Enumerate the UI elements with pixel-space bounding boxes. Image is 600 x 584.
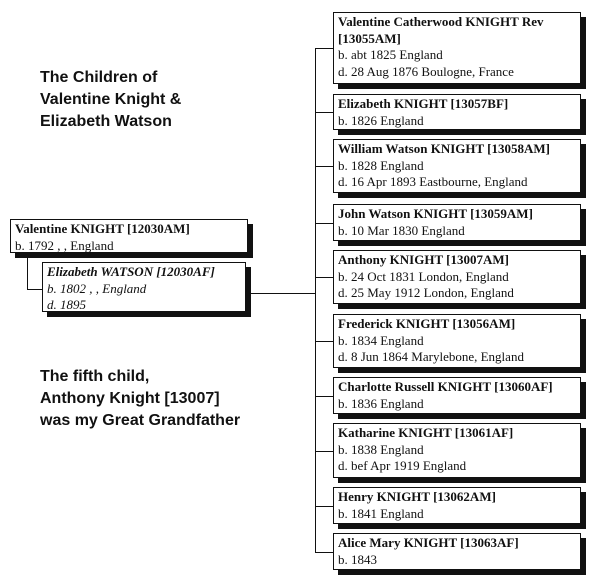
person-name: Valentine KNIGHT [12030AM] xyxy=(15,221,190,236)
child-box: William Watson KNIGHT [13058AM] b. 1828 … xyxy=(333,139,581,193)
birth-info: b. 24 Oct 1831 London, England xyxy=(338,268,509,284)
birth-info: b. 1843 xyxy=(338,551,377,567)
mother-box: Elizabeth WATSON [12030AF] b. 1802 , , E… xyxy=(42,262,246,312)
child-box: Henry KNIGHT [13062AM] b. 1841 England xyxy=(333,487,581,524)
child-box: Charlotte Russell KNIGHT [13060AF] b. 18… xyxy=(333,377,581,414)
child-box: Valentine Catherwood KNIGHT Rev [13055AM… xyxy=(333,12,581,84)
birth-info: b. 1838 England xyxy=(338,441,424,457)
child-connector xyxy=(315,223,333,224)
child-box: Elizabeth KNIGHT [13057BF] b. 1826 Engla… xyxy=(333,94,581,130)
birth-info: b. abt 1825 England xyxy=(338,47,443,62)
birth-info: b. 1828 England xyxy=(338,157,424,173)
spouse-connector xyxy=(27,252,28,290)
child-connector xyxy=(315,396,333,397)
title-line: The Children of xyxy=(40,69,158,86)
parent-connector xyxy=(251,293,315,294)
birth-info: b. 1826 England xyxy=(338,112,424,128)
death-info: d. 16 Apr 1893 Eastbourne, England xyxy=(338,174,528,189)
child-box: Anthony KNIGHT [13007AM] b. 24 Oct 1831 … xyxy=(333,250,581,304)
spouse-connector xyxy=(27,289,42,290)
person-name: Henry KNIGHT [13062AM] xyxy=(338,489,496,504)
birth-info: b. 1792 , , England xyxy=(15,237,114,253)
child-connector xyxy=(315,451,333,452)
child-connector xyxy=(315,48,333,49)
birth-info: b. 10 Mar 1830 England xyxy=(338,222,465,238)
death-info: d. 28 Aug 1876 Boulogne, France xyxy=(338,63,514,79)
child-connector xyxy=(315,552,333,553)
bottom-note: The fifth child, Anthony Knight [13007] … xyxy=(40,366,240,432)
child-box: John Watson KNIGHT [13059AM] b. 10 Mar 1… xyxy=(333,204,581,241)
children-trunk xyxy=(315,48,316,552)
person-name: Valentine Catherwood KNIGHT Rev [13055AM… xyxy=(338,14,544,46)
birth-info: b. 1841 England xyxy=(338,505,424,521)
person-name: William Watson KNIGHT [13058AM] xyxy=(338,141,550,156)
child-box: Frederick KNIGHT [13056AM] b. 1834 Engla… xyxy=(333,314,581,368)
death-info: d. 25 May 1912 London, England xyxy=(338,285,514,300)
child-box: Alice Mary KNIGHT [13063AF] b. 1843 xyxy=(333,533,581,570)
person-name: John Watson KNIGHT [13059AM] xyxy=(338,206,533,221)
person-name: Anthony KNIGHT [13007AM] xyxy=(338,252,509,267)
person-name: Katharine KNIGHT [13061AF] xyxy=(338,425,514,440)
person-name: Alice Mary KNIGHT [13063AF] xyxy=(338,535,519,550)
child-connector xyxy=(315,341,333,342)
person-name: Elizabeth KNIGHT [13057BF] xyxy=(338,96,509,111)
person-name: Elizabeth WATSON [12030AF] xyxy=(47,264,215,279)
note-line: Anthony Knight [13007] xyxy=(40,390,220,407)
child-connector xyxy=(315,277,333,278)
note-line: was my Great Grandfather xyxy=(40,412,241,429)
person-name: Frederick KNIGHT [13056AM] xyxy=(338,316,516,331)
note-line: The fifth child, xyxy=(40,368,150,385)
child-connector xyxy=(315,112,333,113)
death-info: d. 8 Jun 1864 Marylebone, England xyxy=(338,349,524,364)
birth-info: b. 1836 England xyxy=(338,395,424,411)
person-name: Charlotte Russell KNIGHT [13060AF] xyxy=(338,379,553,394)
title-line: Elizabeth Watson xyxy=(40,113,172,130)
title-note: The Children of Valentine Knight & Eliza… xyxy=(40,67,181,133)
father-box: Valentine KNIGHT [12030AM] b. 1792 , , E… xyxy=(10,219,248,253)
title-line: Valentine Knight & xyxy=(40,91,182,108)
child-box: Katharine KNIGHT [13061AF] b. 1838 Engla… xyxy=(333,423,581,478)
death-info: d. 1895 xyxy=(47,297,86,312)
child-connector xyxy=(315,506,333,507)
child-connector xyxy=(315,166,333,167)
birth-info: b. 1834 England xyxy=(338,332,424,348)
birth-info: b. 1802 , , England xyxy=(47,280,147,296)
death-info: d. bef Apr 1919 England xyxy=(338,458,467,473)
